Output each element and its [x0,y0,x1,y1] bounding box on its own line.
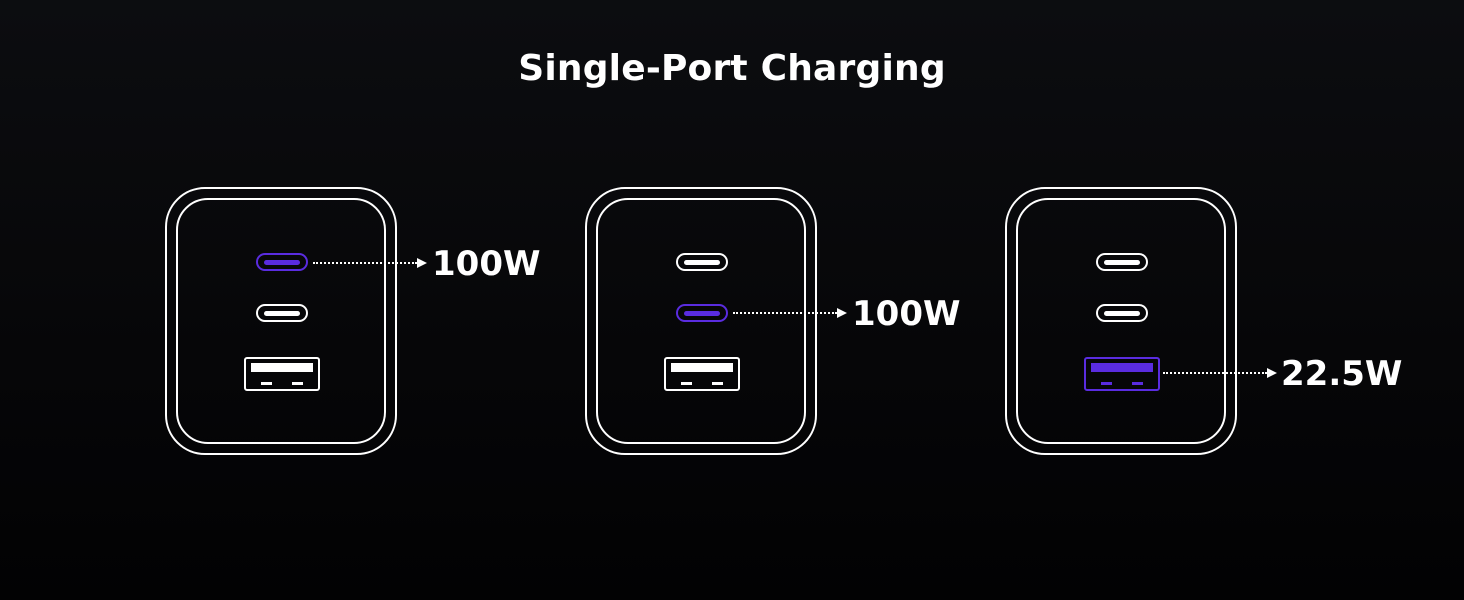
usb-a-port-tab [681,382,692,385]
charger-faceplate [596,198,806,444]
usb-a-port-tab [1132,382,1143,385]
usb-c-port-pin [1104,310,1140,316]
charger-3 [1005,187,1237,455]
usb-a-port-tab [292,382,303,385]
arrow-icon [313,257,427,269]
charger-faceplate [1016,198,1226,444]
output-label-1: 100W [432,244,541,284]
usb-a-port-bar [1091,363,1153,372]
usb-a-port [244,357,320,391]
usb-c-port-2 [1096,304,1148,322]
usb-c-port-2 [256,304,308,322]
usb-a-port-bar [671,363,733,372]
charger-faceplate [176,198,386,444]
charger-2 [585,187,817,455]
usb-c-port-pin [684,310,720,316]
arrow-icon [1163,367,1277,379]
usb-c-port-1-active [256,253,308,271]
usb-c-port-pin [264,259,300,265]
usb-a-port-tab [1101,382,1112,385]
output-label-2: 100W [852,294,961,334]
usb-a-port-tab [261,382,272,385]
charger-1 [165,187,397,455]
output-label-3: 22.5W [1281,354,1403,394]
usb-a-port [664,357,740,391]
usb-a-port-bar [251,363,313,372]
arrow-icon [733,307,847,319]
usb-c-port-pin [264,310,300,316]
usb-c-port-pin [1104,259,1140,265]
page-title: Single-Port Charging [518,48,946,89]
usb-c-port-2-active [676,304,728,322]
usb-c-port-1 [1096,253,1148,271]
usb-a-port-active [1084,357,1160,391]
usb-a-port-tab [712,382,723,385]
usb-c-port-1 [676,253,728,271]
usb-c-port-pin [684,259,720,265]
